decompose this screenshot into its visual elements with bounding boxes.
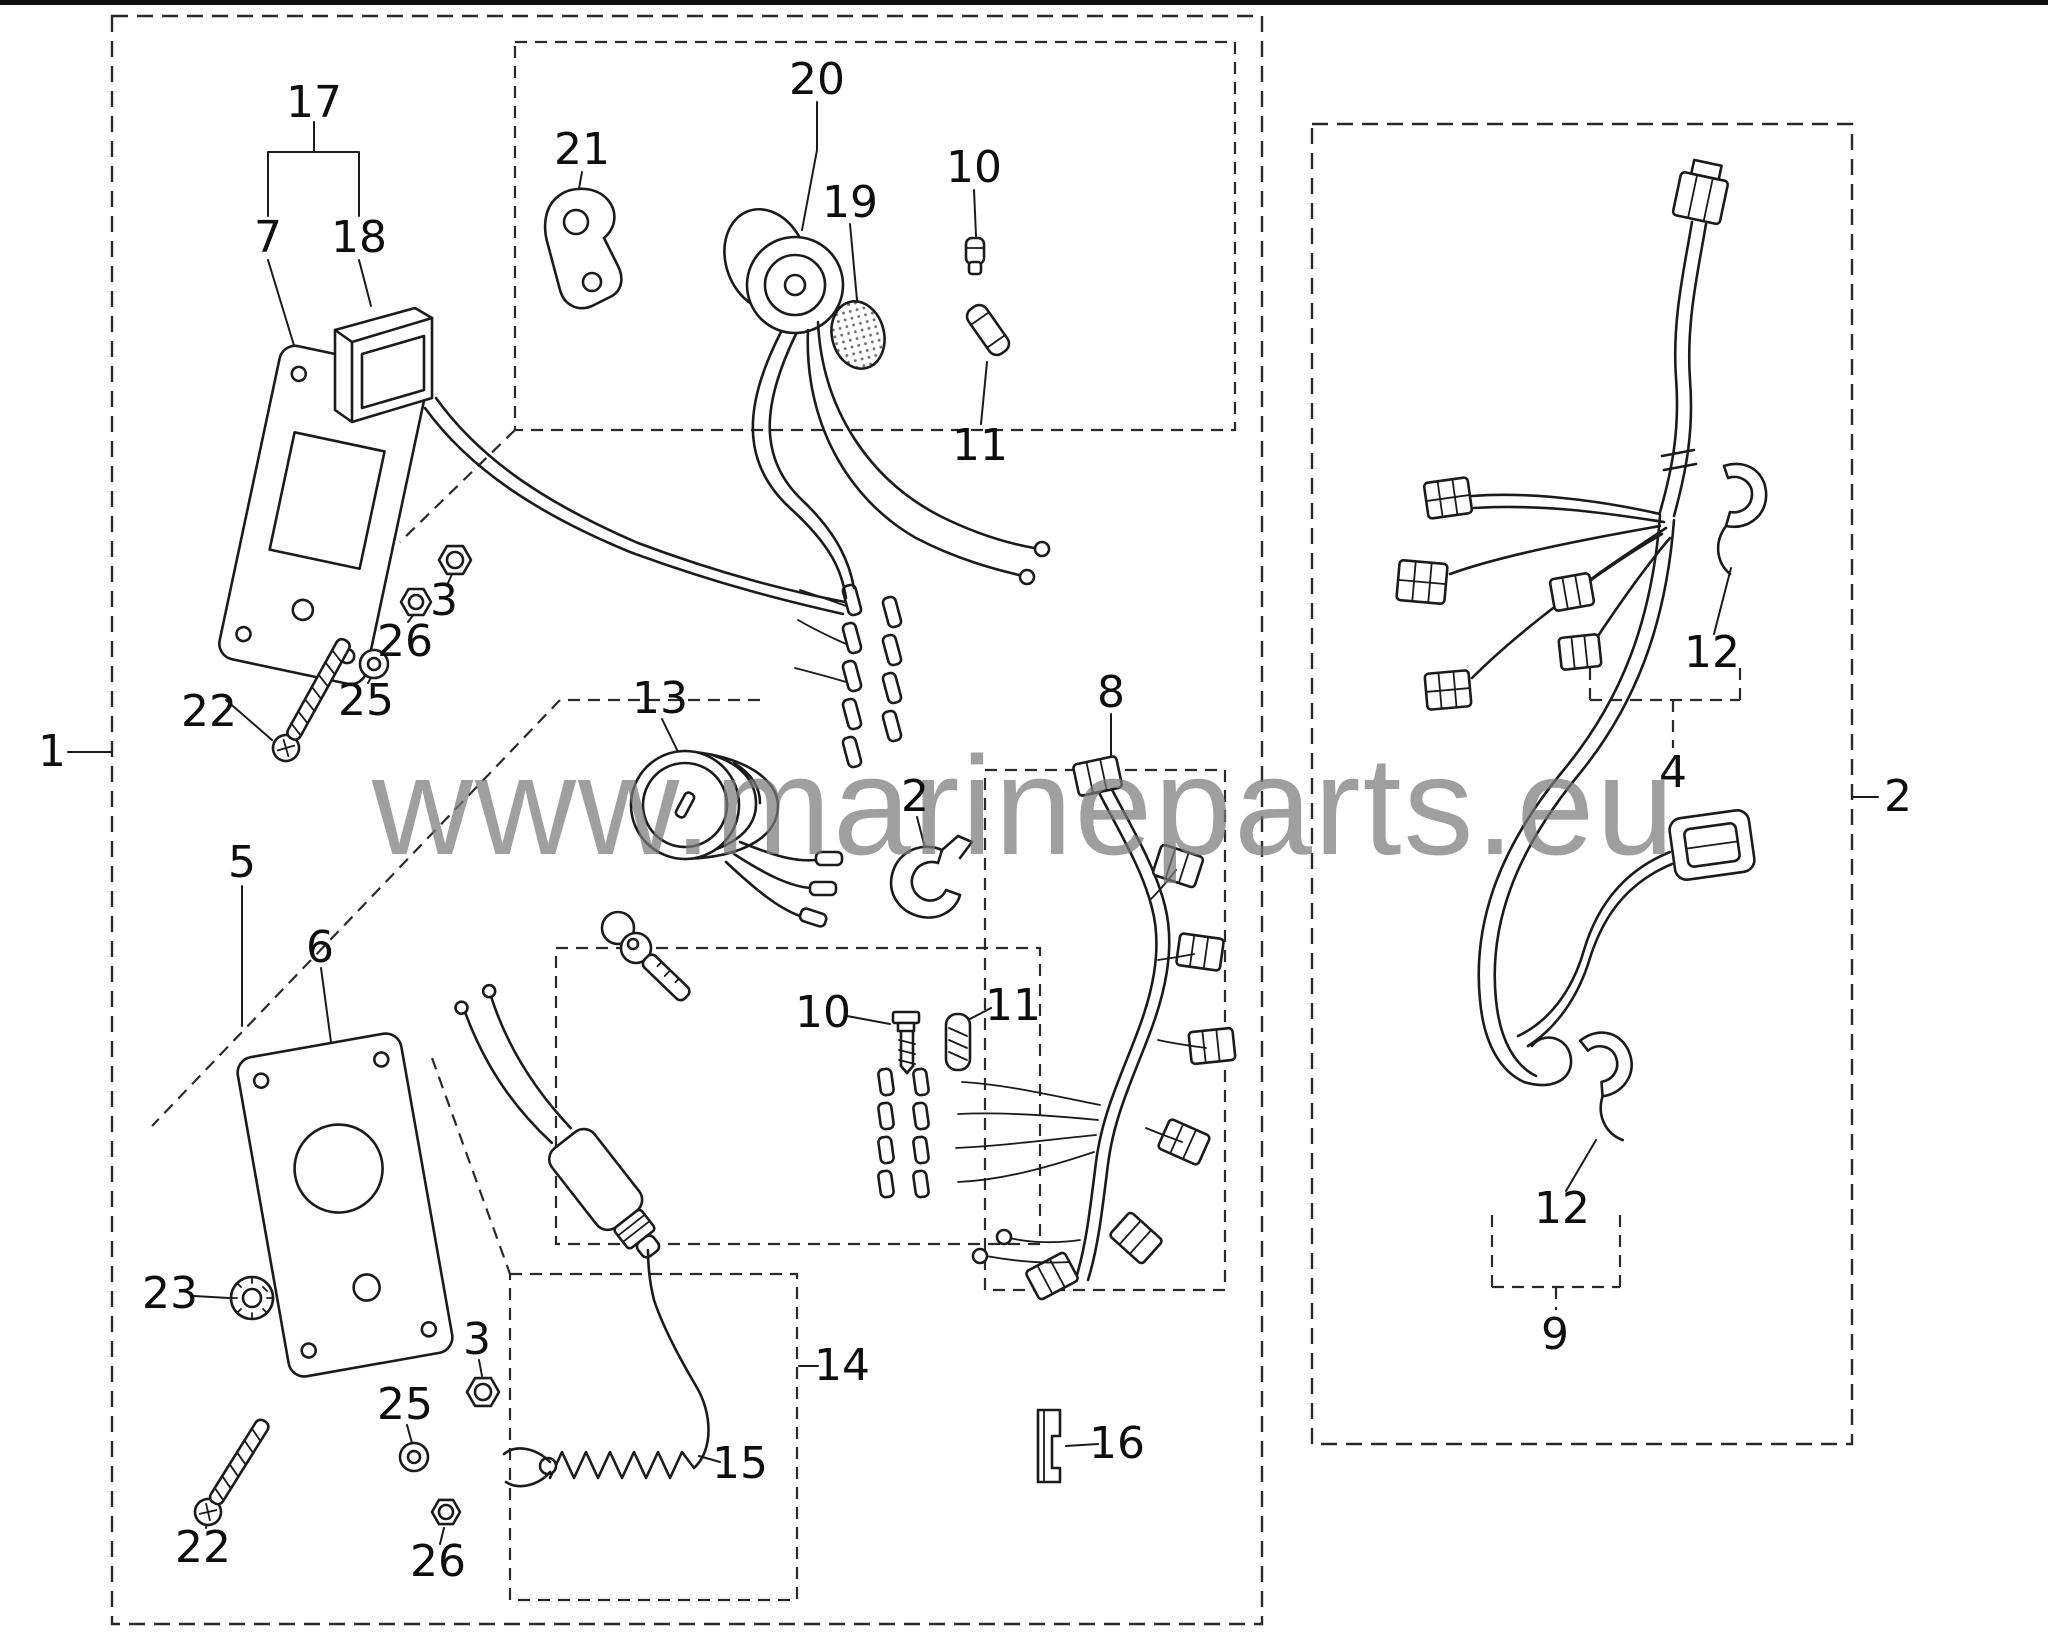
- part-2-clamp: [889, 834, 974, 919]
- callout-c13: 13: [632, 673, 688, 724]
- part-26-nut-upper: [399, 587, 433, 617]
- part-14-stop-switch: [454, 983, 661, 1259]
- part-22-screw-lower: [193, 1418, 270, 1527]
- callout-frame-1-label: 1: [38, 726, 66, 777]
- part-4-remote-harness: [1395, 158, 1756, 1087]
- callout-c25-upper: 25: [338, 675, 394, 726]
- part-21-bracket: [543, 187, 623, 310]
- callout-c7: 7: [254, 212, 282, 263]
- part-4-switch-box: [1668, 808, 1756, 882]
- part-12-clip-upper: [1716, 462, 1768, 576]
- part-23-grommet: [229, 1275, 275, 1321]
- part-12-clip-lower: [1572, 1023, 1658, 1146]
- part-25-washer-upper: [358, 648, 390, 680]
- callout-frame-2-label: 2: [1884, 771, 1912, 822]
- callout-c10-top: 10: [946, 142, 1002, 193]
- callout-c6: 6: [306, 922, 334, 973]
- part-18-switch: [333, 306, 847, 616]
- callout-c10-mid: 10: [795, 987, 851, 1038]
- callout-c11-mid: 11: [985, 980, 1041, 1031]
- part-16-clip: [1036, 1408, 1062, 1484]
- part-10-bolt-mid: [891, 1010, 921, 1075]
- part-26-nut-lower: [430, 1498, 462, 1526]
- callout-c17: 17: [286, 77, 342, 128]
- callout-c12-lower: 12: [1534, 1183, 1590, 1234]
- part-10-bulb-top: [964, 236, 986, 276]
- part-15-lanyard-spring: [502, 1248, 710, 1488]
- part-20-meter: [723, 207, 1051, 600]
- callout-c14: 14: [814, 1340, 870, 1391]
- callout-c3-lower: 3: [463, 1314, 491, 1365]
- callout-c23: 23: [142, 1268, 198, 1319]
- callout-c11-top: 11: [952, 420, 1008, 471]
- callout-c26-lower: 26: [410, 1536, 466, 1587]
- callout-c26-upper: 26: [377, 616, 433, 667]
- callout-c21: 21: [554, 124, 610, 175]
- callout-c19: 19: [822, 177, 878, 228]
- bracket-17: [267, 121, 360, 217]
- inner-box-ignition-group: [513, 40, 1237, 432]
- callout-c12-upper: 12: [1684, 627, 1740, 678]
- callout-c20: 20: [789, 54, 845, 105]
- callout-c9: 9: [1541, 1309, 1569, 1360]
- scan-edge-strip: [0, 0, 2048, 5]
- part-3-nut-lower: [465, 1376, 501, 1408]
- callout-c2-mid: 2: [901, 771, 929, 822]
- part-6-inner-plate: [236, 1032, 454, 1378]
- callout-c8: 8: [1097, 667, 1125, 718]
- part-11-tube-mid: [944, 1012, 972, 1072]
- part-22-screw-upper: [271, 637, 351, 763]
- callout-c3-upper: 3: [430, 575, 458, 626]
- part-3-nut-upper: [437, 544, 473, 576]
- part-8-wire-harness: [877, 755, 1237, 1301]
- callout-c15: 15: [712, 1438, 768, 1489]
- callout-c4: 4: [1659, 747, 1687, 798]
- callout-c22-lower: 22: [175, 1522, 231, 1573]
- part-19-cap: [830, 300, 886, 370]
- part-25-washer-lower: [398, 1441, 430, 1473]
- callout-c16: 16: [1089, 1418, 1145, 1469]
- frame-1-box: [67, 14, 1264, 1626]
- part-11-tube-top: [965, 303, 1011, 357]
- subassembly-boxes: [151, 40, 1742, 1602]
- inner-box-10-11: [554, 946, 1042, 1246]
- leader-lines: [193, 101, 1732, 1545]
- callout-c25-lower: 25: [377, 1379, 433, 1430]
- bullet-connector-cluster: [794, 583, 903, 769]
- callout-c18: 18: [331, 212, 387, 263]
- callout-c22-upper: 22: [181, 686, 237, 737]
- frame-2-box: [1310, 122, 1879, 1446]
- inner-box-switch-14: [508, 1272, 799, 1602]
- callout-c5: 5: [228, 837, 256, 888]
- part-13-key-switch: [600, 749, 844, 1002]
